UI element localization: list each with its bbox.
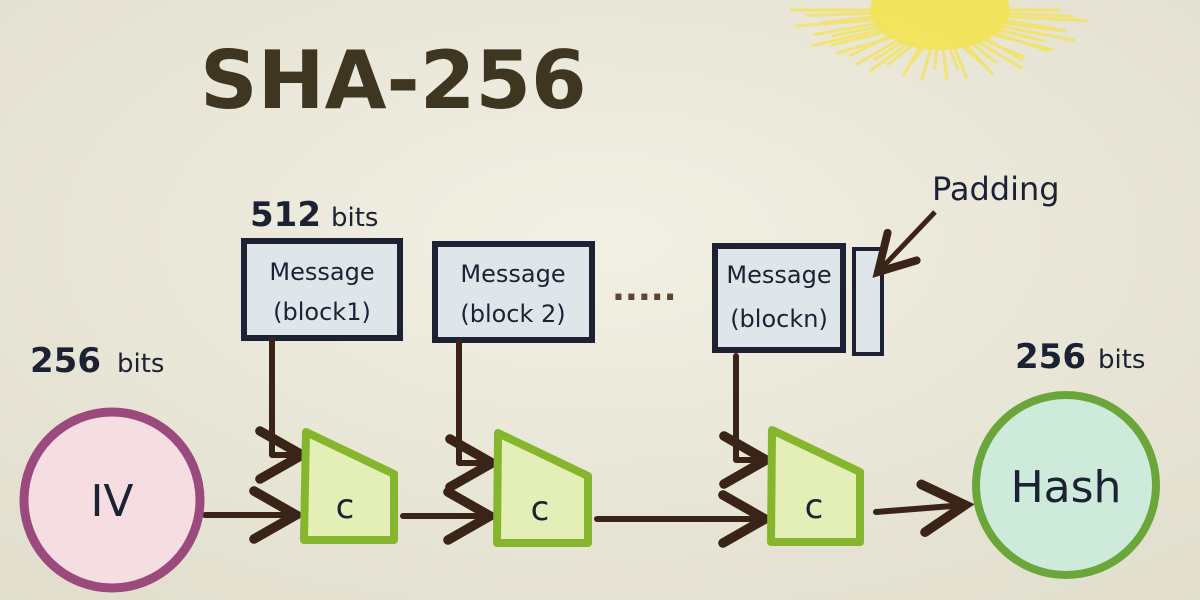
sun-ray: [998, 14, 1088, 23]
sun-ray: [821, 14, 882, 24]
sun-ray: [995, 20, 1067, 33]
iv-size-label: 256 bits: [30, 341, 164, 381]
compression-1: c: [300, 428, 398, 544]
hash-size-number: 256: [1015, 337, 1086, 377]
sun-icon: [790, 0, 1088, 81]
compression-3: c: [767, 426, 864, 546]
block-size-unit: bits: [331, 203, 378, 233]
ellipsis: .....: [612, 269, 677, 309]
message-block-2: Message (block 2): [432, 241, 595, 343]
arrow-block2-to-c2: [445, 339, 502, 492]
sun-ray: [933, 44, 939, 71]
sun-ray: [941, 44, 949, 81]
hash-size-unit: bits: [1098, 345, 1145, 375]
block-2-title: Message: [460, 260, 565, 288]
hash-size-label: 256 bits: [1015, 337, 1145, 377]
sun-ray: [946, 44, 960, 71]
sun-ray: [967, 39, 998, 65]
compression-2: c: [493, 429, 592, 547]
padding-label: Padding: [932, 170, 1060, 208]
iv-size-number: 256: [30, 341, 101, 381]
padding-arrow: [872, 210, 937, 278]
sun-ray: [830, 29, 892, 47]
padding-block: [852, 247, 884, 356]
sun-ray: [831, 23, 887, 38]
diagram-title: SHA-256: [200, 34, 587, 127]
sun-ray: [993, 23, 1076, 42]
sun-ray: [810, 26, 889, 48]
sun-ray: [805, 11, 881, 17]
sun-ray: [835, 33, 899, 55]
sun-ray: [920, 44, 934, 80]
c1-label: c: [336, 487, 355, 527]
block-1-title: Message: [269, 258, 374, 286]
sun-ray: [951, 43, 969, 79]
arrow-c3-to-hash: [873, 479, 975, 538]
sun-ray: [848, 31, 896, 58]
sun-ray: [999, 11, 1075, 18]
block-n-title: Message: [726, 261, 831, 289]
sun-ray: [868, 39, 913, 73]
block-n-subtitle: (blockn): [730, 305, 828, 333]
sun-ray: [855, 36, 904, 67]
iv-node: IV: [19, 407, 205, 593]
sun-ray: [976, 35, 1025, 59]
iv-label: IV: [90, 476, 133, 527]
sun-ray: [972, 37, 1024, 70]
hash-label: Hash: [1011, 462, 1122, 513]
sun-ray: [873, 37, 908, 62]
sun-ray: [795, 17, 883, 28]
block-size-label: 512 bits: [250, 195, 378, 235]
sun-ray: [991, 26, 1044, 43]
sun-ray: [886, 41, 918, 67]
hash-node: Hash: [972, 391, 1160, 579]
message-block-1: Message (block1): [241, 238, 403, 341]
sun-ray: [813, 20, 885, 37]
block-2-subtitle: (block 2): [460, 300, 565, 328]
arrow-block1-to-c1: [255, 337, 312, 484]
c3-label: c: [805, 487, 824, 527]
sun-ray: [984, 31, 1054, 51]
iv-size-unit: bits: [117, 349, 164, 379]
block-1-subtitle: (block1): [273, 298, 371, 326]
sun-ray: [901, 42, 923, 78]
c2-label: c: [531, 489, 550, 529]
arrow-blockn-to-c3: [719, 353, 776, 489]
message-block-n: Message (blockn): [712, 243, 846, 353]
sun-ray: [957, 42, 988, 69]
block-size-number: 512: [250, 195, 321, 235]
